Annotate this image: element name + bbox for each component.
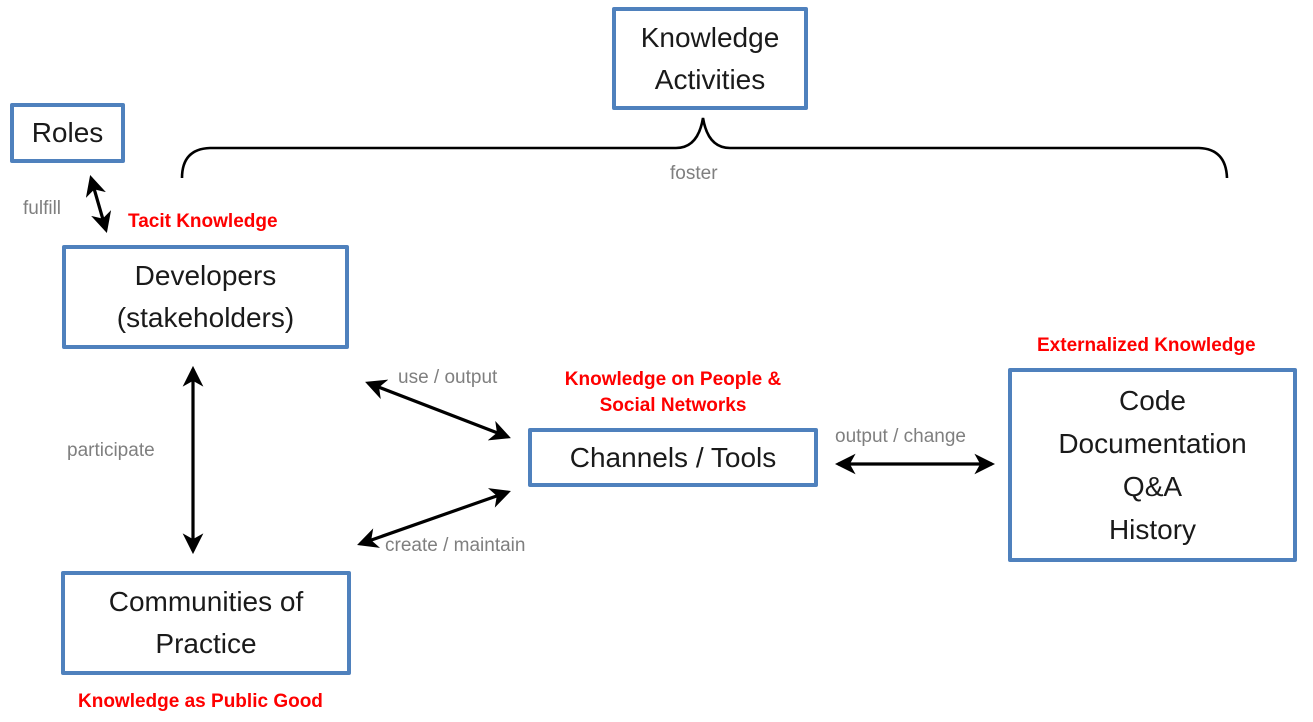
annotation-tacit-knowledge: Tacit Knowledge (128, 211, 278, 232)
annotation-line: Knowledge on People & (564, 369, 782, 390)
box-label: Activities (654, 63, 766, 95)
box-label: Knowledge (640, 21, 780, 53)
box-label: Documentation (1058, 428, 1247, 459)
box-code-artifacts: Code Documentation Q&A History (1008, 368, 1297, 562)
box-knowledge-activities: Knowledge Activities (612, 7, 808, 110)
box-label: Code (1119, 385, 1186, 416)
box-label: Practice (155, 628, 257, 659)
arrow-developers-channels (365, 379, 511, 441)
box-communities-of-practice: Communities of Practice (61, 571, 351, 675)
box-label: History (1108, 514, 1197, 545)
box-roles: Roles (10, 103, 125, 163)
box-developers: Developers (stakeholders) (62, 245, 349, 349)
annotation-knowledge-as-public-good: Knowledge as Public Good (78, 691, 323, 712)
edge-label-fulfill: fulfill (23, 198, 62, 219)
box-label: (stakeholders) (116, 302, 295, 333)
edge-label-foster: foster (670, 163, 718, 184)
annotation-line: Social Networks (599, 395, 747, 416)
edge-label-use-output: use / output (398, 367, 498, 388)
box-label: Communities of (108, 586, 304, 617)
box-label: Developers (134, 260, 277, 291)
annotation-knowledge-on-people: Knowledge on People & Social Networks (550, 367, 796, 419)
arrow-roles-developers (85, 175, 112, 233)
box-label: Roles (31, 117, 104, 148)
edge-label-participate: participate (67, 440, 155, 461)
box-channels-tools: Channels / Tools (528, 428, 818, 487)
box-label: Channels / Tools (569, 441, 777, 473)
box-label: Q&A (1122, 471, 1183, 502)
edge-label-output-change: output / change (835, 426, 966, 447)
edge-label-create-maintain: create / maintain (385, 535, 526, 556)
annotation-externalized-knowledge: Externalized Knowledge (1037, 335, 1256, 356)
